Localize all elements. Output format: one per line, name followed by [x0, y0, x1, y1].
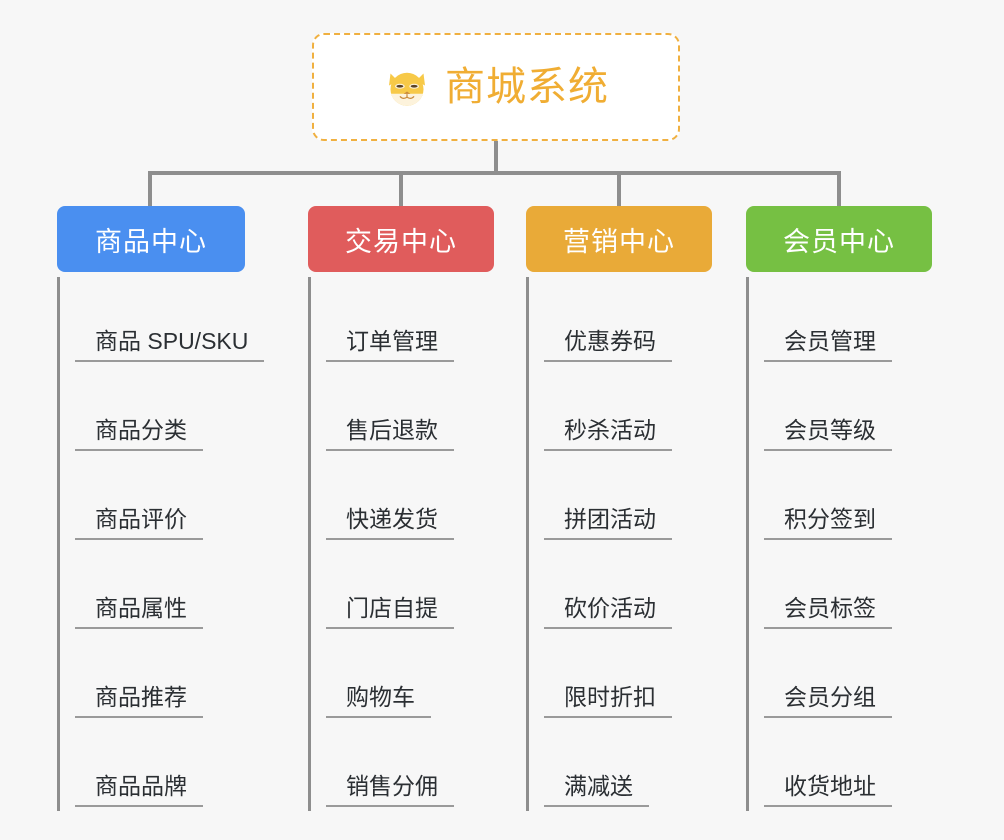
list-item[interactable]: 秒杀活动 [544, 366, 712, 455]
list-item[interactable]: 快递发货 [326, 455, 494, 544]
branch-header-label: 商品中心 [95, 226, 207, 257]
connector-drop-3 [617, 171, 621, 206]
leaf-label: 销售分佣 [326, 773, 454, 807]
leaf-label: 积分签到 [764, 506, 892, 540]
connector-drop-4 [837, 171, 841, 206]
leaf-label: 会员等级 [764, 417, 892, 451]
leaf-label: 售后退款 [326, 417, 454, 451]
connector-drop-1 [148, 171, 152, 206]
leaf-label: 会员标签 [764, 595, 892, 629]
branch-column-4: 会员中心 会员管理 会员等级 积分签到 会员标签 会员分组 收货地址 [746, 206, 932, 811]
connector-root-stem [494, 141, 498, 174]
leaf-label: 商品推荐 [75, 684, 203, 718]
root-node[interactable]: 商城系统 [312, 33, 680, 141]
list-item[interactable]: 门店自提 [326, 544, 494, 633]
list-item[interactable]: 满减送 [544, 722, 712, 811]
leaf-label: 拼团活动 [544, 506, 672, 540]
branch-header-label: 交易中心 [345, 226, 457, 257]
leaf-label: 收货地址 [764, 773, 892, 807]
leaf-label: 商品 SPU/SKU [75, 328, 265, 362]
leaf-list-4: 会员管理 会员等级 积分签到 会员标签 会员分组 收货地址 [746, 277, 932, 811]
list-item[interactable]: 商品 SPU/SKU [75, 277, 265, 366]
branch-header-label: 会员中心 [783, 226, 895, 257]
branch-header-2[interactable]: 交易中心 [308, 206, 494, 272]
list-item[interactable]: 购物车 [326, 633, 494, 722]
list-item[interactable]: 会员标签 [764, 544, 932, 633]
leaf-label: 会员分组 [764, 684, 892, 718]
leaf-label: 会员管理 [764, 328, 892, 362]
branch-header-4[interactable]: 会员中心 [746, 206, 932, 272]
list-item[interactable]: 砍价活动 [544, 544, 712, 633]
leaf-list-1: 商品 SPU/SKU 商品分类 商品评价 商品属性 商品推荐 商品品牌 [57, 277, 265, 811]
connector-drop-2 [399, 171, 403, 206]
list-item[interactable]: 订单管理 [326, 277, 494, 366]
leaf-label: 商品评价 [75, 506, 203, 540]
list-item[interactable]: 商品评价 [75, 455, 245, 544]
list-item[interactable]: 商品品牌 [75, 722, 245, 811]
leaf-label: 优惠券码 [544, 328, 672, 362]
list-item[interactable]: 会员等级 [764, 366, 932, 455]
list-item[interactable]: 优惠券码 [544, 277, 712, 366]
root-title: 商城系统 [445, 65, 609, 109]
leaf-label: 订单管理 [326, 328, 454, 362]
leaf-label: 秒杀活动 [544, 417, 672, 451]
branch-column-3: 营销中心 优惠券码 秒杀活动 拼团活动 砍价活动 限时折扣 满减送 [526, 206, 712, 811]
leaf-label: 门店自提 [326, 595, 454, 629]
branch-header-label: 营销中心 [563, 226, 675, 257]
leaf-label: 满减送 [544, 773, 649, 807]
list-item[interactable]: 会员管理 [764, 277, 932, 366]
list-item[interactable]: 售后退款 [326, 366, 494, 455]
leaf-label: 限时折扣 [544, 684, 672, 718]
leaf-label: 砍价活动 [544, 595, 672, 629]
list-item[interactable]: 商品分类 [75, 366, 245, 455]
leaf-label: 商品分类 [75, 417, 203, 451]
leaf-list-2: 订单管理 售后退款 快递发货 门店自提 购物车 销售分佣 [308, 277, 494, 811]
list-item[interactable]: 会员分组 [764, 633, 932, 722]
list-item[interactable]: 拼团活动 [544, 455, 712, 544]
list-item[interactable]: 商品属性 [75, 544, 245, 633]
list-item[interactable]: 商品推荐 [75, 633, 245, 722]
list-item[interactable]: 销售分佣 [326, 722, 494, 811]
branch-column-2: 交易中心 订单管理 售后退款 快递发货 门店自提 购物车 销售分佣 [308, 206, 494, 811]
branch-header-3[interactable]: 营销中心 [526, 206, 712, 272]
branch-column-1: 商品中心 商品 SPU/SKU 商品分类 商品评价 商品属性 商品推荐 商品品牌 [57, 206, 265, 811]
list-item[interactable]: 收货地址 [764, 722, 932, 811]
leaf-list-3: 优惠券码 秒杀活动 拼团活动 砍价活动 限时折扣 满减送 [526, 277, 712, 811]
shiba-dog-icon [389, 72, 425, 106]
leaf-label: 快递发货 [326, 506, 454, 540]
list-item[interactable]: 限时折扣 [544, 633, 712, 722]
branch-header-1[interactable]: 商品中心 [57, 206, 245, 272]
list-item[interactable]: 积分签到 [764, 455, 932, 544]
connector-horizontal-bus [150, 171, 841, 175]
leaf-label: 商品品牌 [75, 773, 203, 807]
leaf-label: 商品属性 [75, 595, 203, 629]
leaf-label: 购物车 [326, 684, 431, 718]
